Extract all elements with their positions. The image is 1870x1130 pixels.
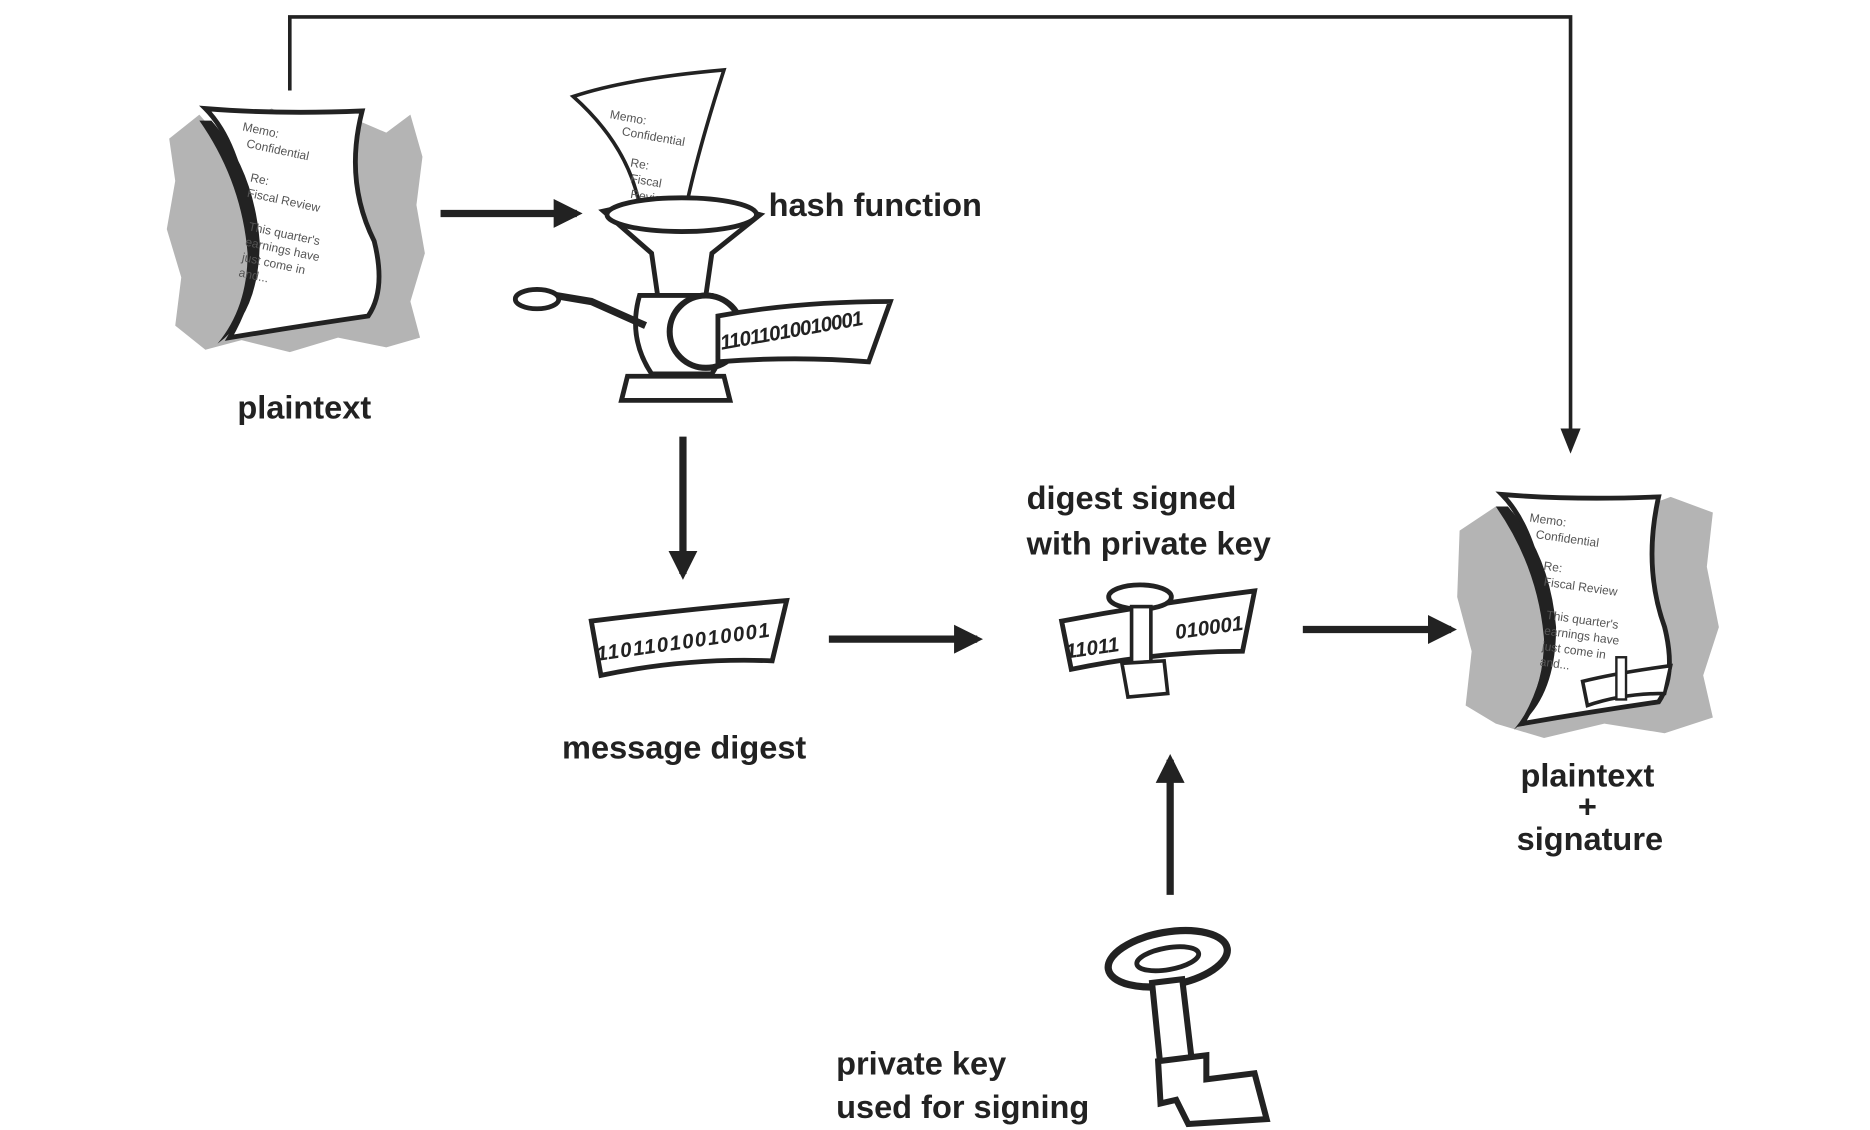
private-key-label-line1: private key — [836, 1046, 1006, 1082]
plaintext-label: plaintext — [237, 389, 371, 425]
svg-text:Re:: Re: — [629, 156, 650, 173]
signed-digest-icon: 11011 010001 — [1058, 582, 1258, 700]
private-key-label-line2: used for signing — [836, 1089, 1089, 1125]
svg-text:Memo:: Memo: — [1529, 511, 1567, 530]
result-label-line1: plaintext — [1521, 757, 1655, 793]
result-label-line2: + — [1578, 789, 1597, 825]
digest-signed-label-line1: digest signed — [1027, 480, 1237, 516]
plaintext-document-icon: Memo: Confidential Re: Fiscal Review Thi… — [166, 105, 425, 353]
doc-line: and... — [238, 265, 270, 285]
signed-plaintext-document-icon: Memo: Confidential Re: Fiscal Review Thi… — [1457, 491, 1719, 739]
document-text: Memo: Confidential Re: Fiscal Review Thi… — [238, 120, 322, 286]
svg-text:Memo:: Memo: — [609, 107, 648, 127]
result-label-line3: signature — [1517, 821, 1663, 857]
hash-function-label: hash function — [769, 187, 982, 223]
svg-text:and...: and... — [1539, 654, 1571, 672]
hash-function-grinder-icon: Memo: Confidential Re: Fiscal Review 110… — [512, 67, 894, 403]
private-key-icon — [1104, 926, 1271, 1128]
doc-line: Re: — [249, 170, 270, 188]
plaintext-bypass-connector — [287, 15, 1581, 454]
svg-text:Fiscal: Fiscal — [629, 171, 662, 190]
svg-text:Re:: Re: — [1543, 559, 1564, 575]
message-digest-label: message digest — [562, 730, 806, 766]
message-digest-ribbon-icon: 11011010010001 — [588, 597, 790, 679]
digest-signed-label-line2: with private key — [1026, 526, 1271, 562]
